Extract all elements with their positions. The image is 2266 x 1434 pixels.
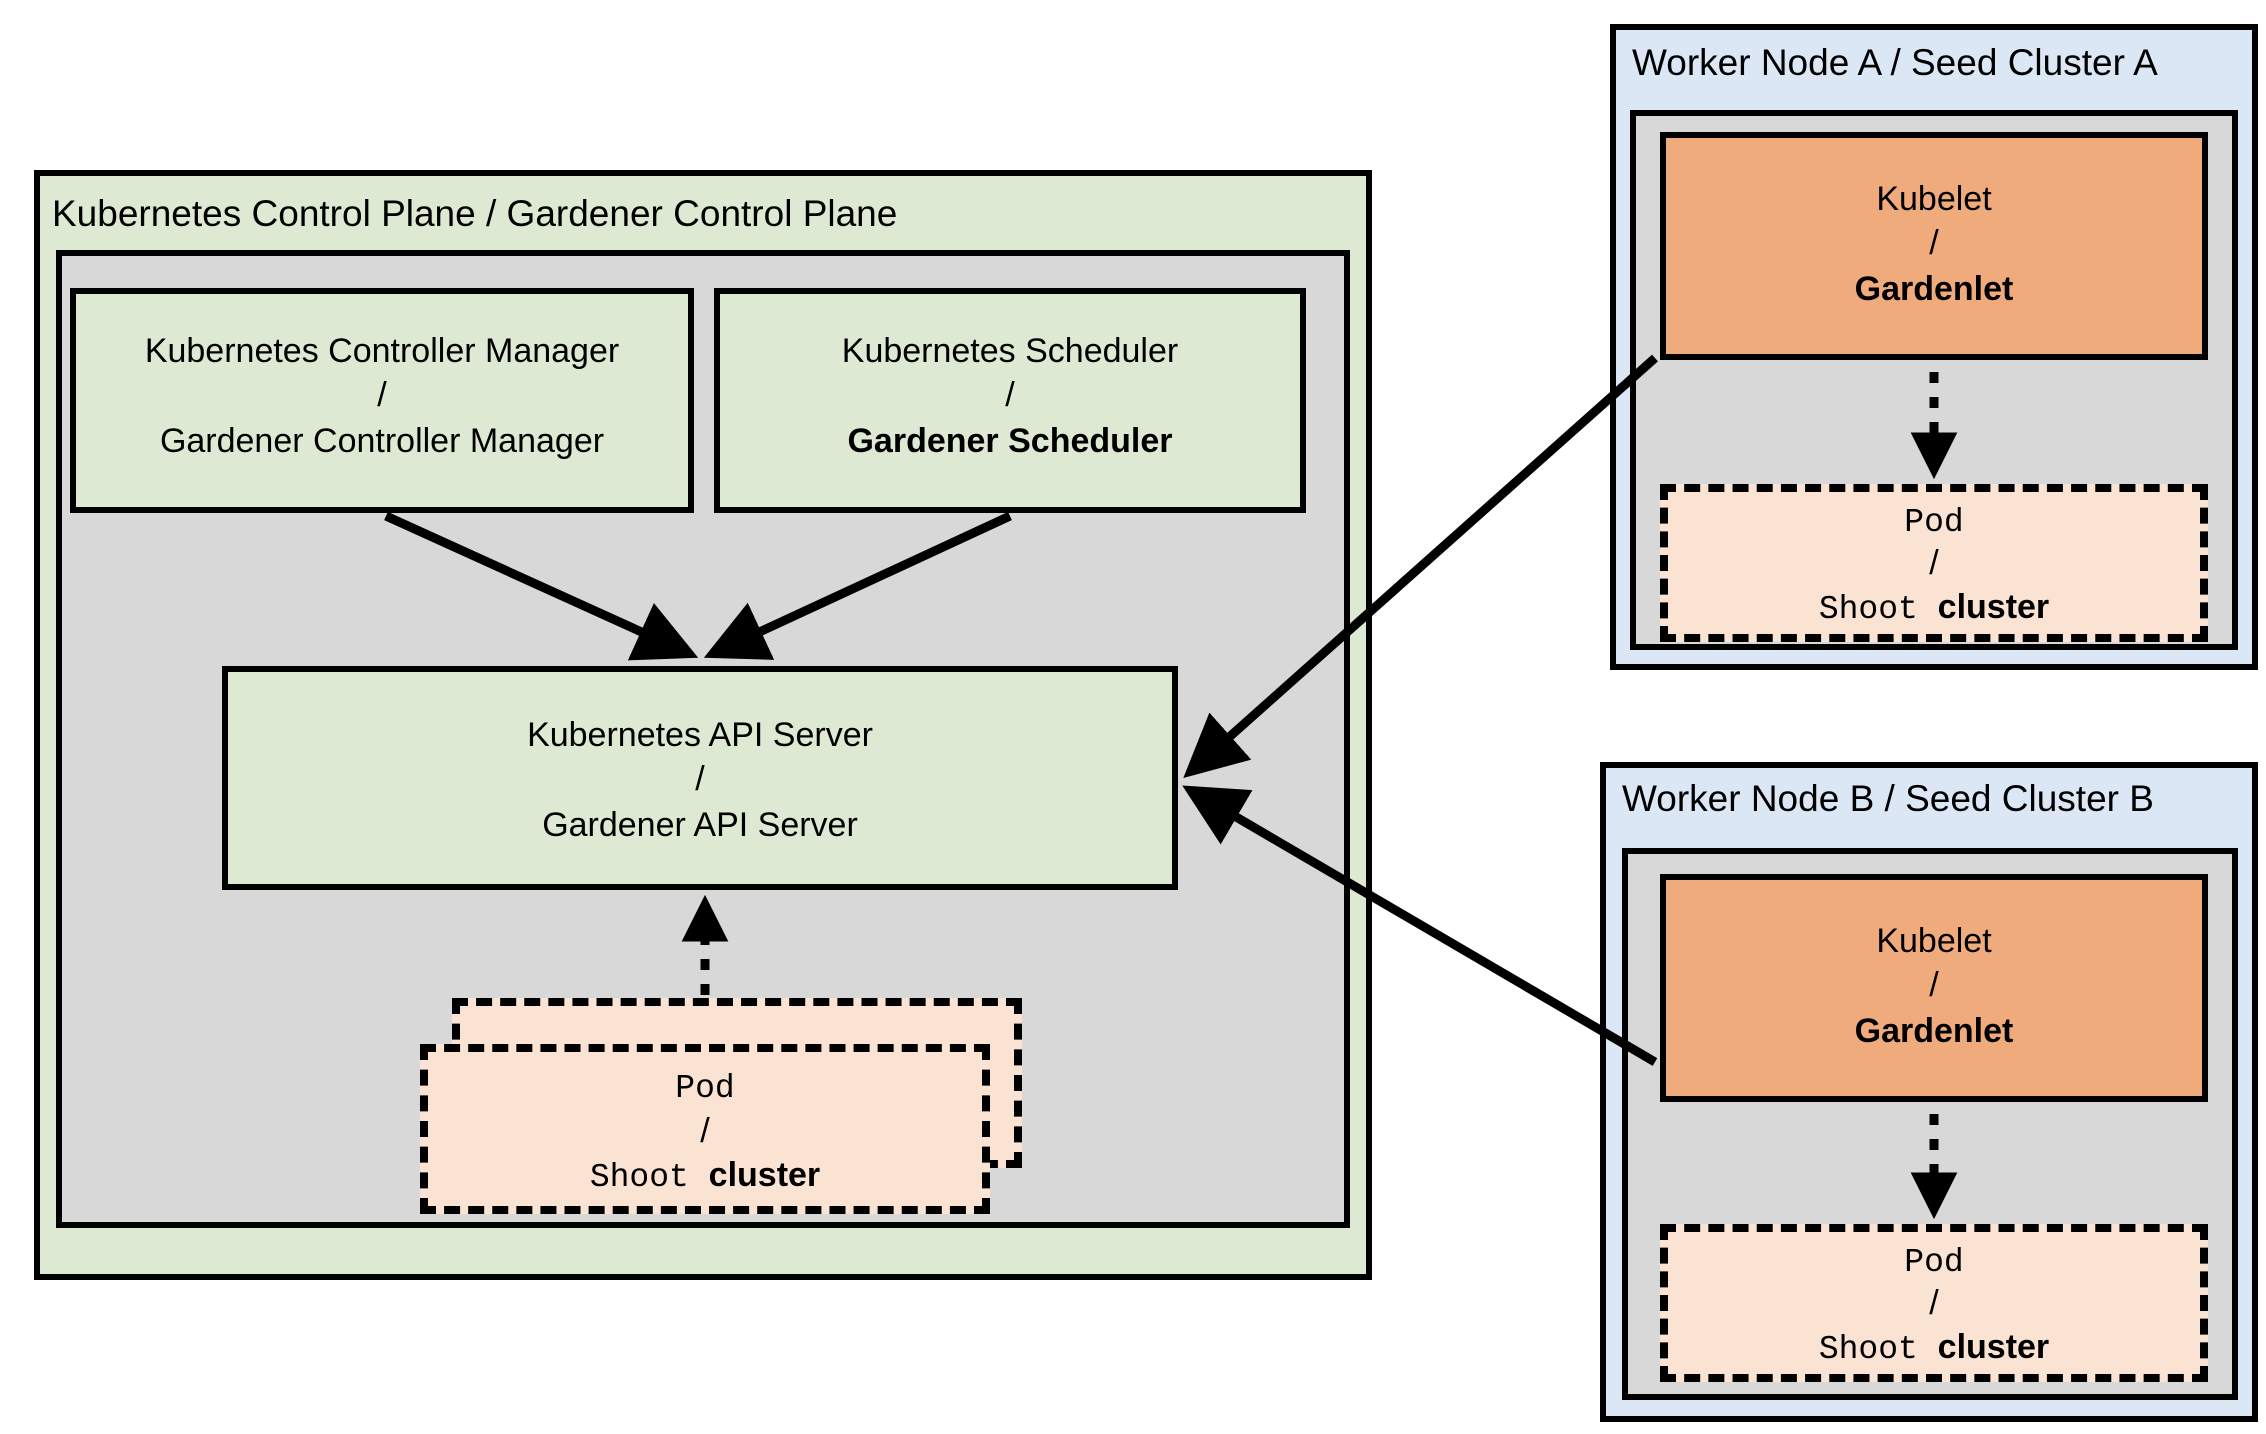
seed-a-title: Worker Node A / Seed Cluster A: [1632, 42, 2158, 83]
controller-manager-box[interactable]: Kubernetes Controller Manager / Gardener…: [70, 288, 694, 513]
seed-b-pod-line1: Pod: [1904, 1244, 1964, 1281]
seed-b-pod-cluster-text: cluster: [1937, 1328, 2050, 1366]
seed-a-gardenlet-line2: Gardenlet: [1854, 270, 2014, 308]
seed-a-pod-box[interactable]: Pod / Shoot cluster: [1660, 484, 2208, 642]
control-plane-pod-separator: /: [700, 1112, 710, 1150]
scheduler-line2: Gardener Scheduler: [847, 422, 1173, 460]
seed-a-pod-line1: Pod: [1904, 504, 1964, 541]
control-plane-pod-box[interactable]: Pod / Shoot cluster: [420, 1044, 990, 1214]
seed-a-kubelet-line1: Kubelet: [1876, 180, 1992, 218]
scheduler-box[interactable]: Kubernetes Scheduler / Gardener Schedule…: [714, 288, 1306, 513]
seed-a-kubelet-separator: /: [1929, 224, 1939, 262]
control-plane-pod-shoot-text: Shoot: [589, 1159, 689, 1196]
control-plane-pod-cluster-text: cluster: [708, 1156, 821, 1194]
seed-a-pod-separator: /: [1929, 544, 1939, 582]
seed-b-gardenlet-line2: Gardenlet: [1854, 1012, 2014, 1050]
control-plane-title: Kubernetes Control Plane / Gardener Cont…: [52, 193, 898, 234]
seed-b-pod-shoot-text: Shoot: [1818, 1331, 1918, 1368]
api-server-line2: Gardener API Server: [542, 806, 858, 844]
control-plane-pod-line2: Shoot cluster: [428, 1154, 982, 1199]
api-server-separator: /: [695, 760, 705, 798]
api-server-line1: Kubernetes API Server: [527, 716, 873, 754]
seed-a-pod-line2: Shoot cluster: [1668, 586, 2200, 631]
seed-b-kubelet-line1: Kubelet: [1876, 922, 1992, 960]
seed-b-pod-line2: Shoot cluster: [1668, 1326, 2200, 1371]
seed-b-pod-separator: /: [1929, 1284, 1939, 1322]
controller-manager-line2: Gardener Controller Manager: [159, 422, 605, 460]
api-server-box[interactable]: Kubernetes API Server / Gardener API Ser…: [222, 666, 1178, 890]
seed-a-pod-shoot-text: Shoot: [1818, 591, 1918, 628]
control-plane-pod-line1: Pod: [675, 1070, 735, 1107]
seed-a-kubelet-box[interactable]: Kubelet / Gardenlet: [1660, 132, 2208, 360]
controller-manager-separator: /: [377, 376, 387, 414]
seed-b-pod-box[interactable]: Pod / Shoot cluster: [1660, 1224, 2208, 1382]
controller-manager-line1: Kubernetes Controller Manager: [144, 332, 620, 370]
seed-b-title: Worker Node B / Seed Cluster B: [1622, 778, 2154, 819]
seed-a-pod-cluster-text: cluster: [1937, 588, 2050, 626]
seed-b-kubelet-separator: /: [1929, 966, 1939, 1004]
scheduler-separator: /: [1005, 376, 1015, 414]
scheduler-line1: Kubernetes Scheduler: [841, 332, 1179, 370]
seed-b-kubelet-box[interactable]: Kubelet / Gardenlet: [1660, 874, 2208, 1102]
